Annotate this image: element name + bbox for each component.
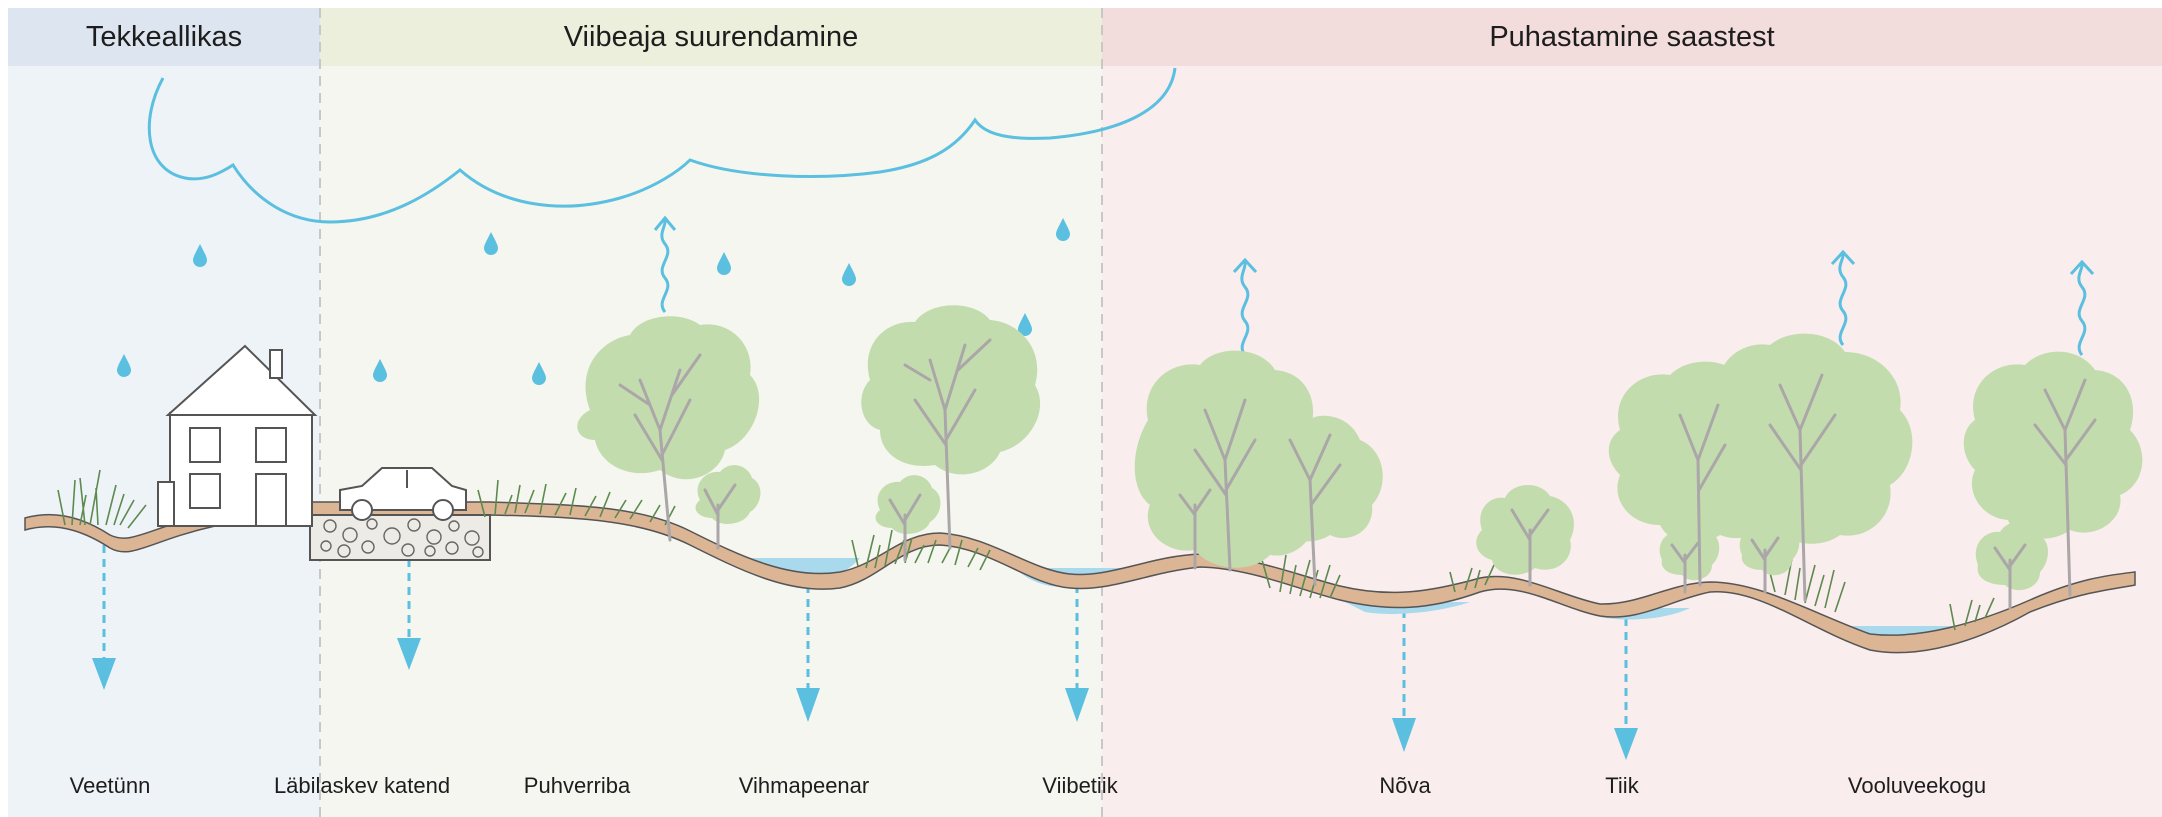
zone-header-source: Tekkeallikas [8, 8, 320, 66]
label-rain-garden: Vihmapeenar [739, 773, 869, 799]
tree-icon [1964, 352, 2143, 539]
label-stream: Vooluveekogu [1848, 773, 1986, 799]
label-detention-pond: Viibetiik [1042, 773, 1117, 799]
label-swale: Nõva [1379, 773, 1430, 799]
label-buffer-strip: Puhverriba [524, 773, 630, 799]
label-rain-barrel: Veetünn [70, 773, 151, 799]
label-permeable-pavement: Läbilaskev katend [274, 773, 450, 799]
zone-header-cleaning: Puhastamine saastest [1102, 8, 2162, 66]
tree-icon [1711, 334, 1912, 544]
zone-header-retention: Viibeaja suurendamine [320, 8, 1102, 66]
label-pond: Tiik [1605, 773, 1638, 799]
